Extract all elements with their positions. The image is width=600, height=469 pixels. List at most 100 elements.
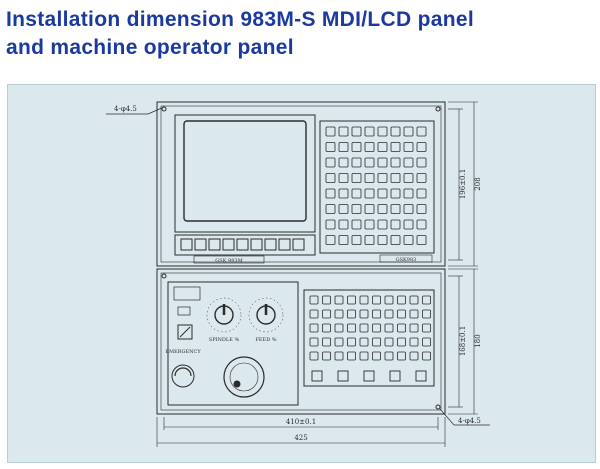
operator-key xyxy=(347,309,356,319)
panel-drawing-svg: GSK 983M GSK983 SPINDLE % FEED % EMERGEN… xyxy=(106,101,490,447)
page-title-line-1: Installation dimension 983M-S MDI/LCD pa… xyxy=(6,8,474,31)
dim-total-width: 425 xyxy=(294,434,307,442)
operator-key xyxy=(322,309,331,319)
mdi-key xyxy=(390,235,401,245)
emergency-stop-label: EMERGENCY xyxy=(165,349,201,355)
lower-panel-outline xyxy=(156,268,446,415)
mount-hole-upper-tr xyxy=(435,106,441,112)
operator-key xyxy=(322,323,331,333)
spindle-override-dial xyxy=(206,297,242,333)
spindle-dial-label: SPINDLE % xyxy=(209,337,240,343)
operator-key xyxy=(359,309,369,319)
operator-key xyxy=(384,309,394,319)
hole-spec-top: 4-φ4.5 xyxy=(114,105,137,113)
mdi-key xyxy=(325,126,336,137)
mdi-key xyxy=(364,188,375,199)
mdi-key xyxy=(377,204,388,214)
mdi-key xyxy=(403,173,414,183)
mdi-key xyxy=(338,235,349,245)
handwheel xyxy=(223,356,265,398)
operator-key xyxy=(384,295,394,305)
operator-key xyxy=(322,295,331,305)
mdi-keypad-frame xyxy=(319,120,435,254)
operator-key xyxy=(372,295,381,305)
operator-controls-frame xyxy=(167,281,299,406)
operator-key xyxy=(422,351,431,361)
upper-panel-inner xyxy=(160,105,442,263)
dim-upper-height: 208 xyxy=(474,177,482,190)
mdi-key xyxy=(403,219,414,230)
operator-key xyxy=(397,323,406,333)
operator-key xyxy=(347,337,356,347)
feed-override-dial xyxy=(248,297,284,333)
mdi-nameplate-label: GSK983 xyxy=(396,257,417,263)
mdi-key xyxy=(403,157,414,168)
operator-key xyxy=(334,337,344,347)
mdi-key xyxy=(390,173,401,183)
mdi-key xyxy=(416,219,427,230)
mdi-key xyxy=(325,173,336,183)
upper-nameplate xyxy=(193,255,265,264)
horizontal-dimension-lines xyxy=(156,417,446,447)
operator-key xyxy=(409,323,419,333)
mdi-key xyxy=(377,219,388,230)
mount-hole-lower-tl xyxy=(161,273,167,279)
operator-key xyxy=(422,295,431,305)
mdi-key xyxy=(390,219,401,230)
upper-panel-outline xyxy=(156,101,446,267)
operator-key xyxy=(334,351,344,361)
operator-key xyxy=(409,295,419,305)
emergency-stop-button xyxy=(171,364,195,388)
mdi-nameplate xyxy=(379,254,433,263)
operator-key xyxy=(334,323,344,333)
mdi-key xyxy=(416,157,427,168)
operator-bottom-keys xyxy=(311,370,427,382)
mdi-key xyxy=(377,157,388,168)
mdi-key xyxy=(325,204,336,214)
operator-key xyxy=(409,337,419,347)
dim-lower-height: 180 xyxy=(474,334,482,347)
operator-key xyxy=(409,309,419,319)
mdi-key xyxy=(325,157,336,168)
page-title-line-2: and machine operator panel xyxy=(6,36,294,59)
mdi-key xyxy=(351,235,362,245)
mdi-key xyxy=(416,204,427,214)
mode-switch xyxy=(173,286,201,340)
operator-key xyxy=(384,351,394,361)
mdi-key xyxy=(325,235,336,245)
operator-key xyxy=(347,323,356,333)
operator-key xyxy=(422,323,431,333)
mdi-key xyxy=(364,126,375,137)
operator-key xyxy=(309,323,319,333)
operator-key xyxy=(309,309,319,319)
operator-key xyxy=(309,337,319,347)
mdi-key xyxy=(364,235,375,245)
mdi-key xyxy=(338,126,349,137)
operator-key xyxy=(384,323,394,333)
operator-key xyxy=(322,337,331,347)
mdi-key xyxy=(403,204,414,214)
lcd-bezel xyxy=(174,114,316,233)
mdi-key xyxy=(364,157,375,168)
operator-keypad-frame xyxy=(303,289,435,387)
mdi-key xyxy=(403,235,414,245)
mdi-keys xyxy=(325,126,427,245)
mdi-key xyxy=(377,188,388,199)
operator-keys xyxy=(309,295,431,361)
hole-callout-top xyxy=(106,106,165,115)
mdi-key xyxy=(416,235,427,245)
mdi-key xyxy=(338,219,349,230)
operator-key xyxy=(372,323,381,333)
vertical-dimension-lines xyxy=(448,101,478,415)
mdi-key xyxy=(338,142,349,152)
mdi-key xyxy=(416,188,427,199)
operator-key xyxy=(422,309,431,319)
mdi-key xyxy=(377,235,388,245)
mdi-key xyxy=(351,142,362,152)
operator-key xyxy=(334,309,344,319)
operator-key xyxy=(347,351,356,361)
mdi-key xyxy=(338,173,349,183)
mdi-key xyxy=(390,204,401,214)
dim-lower-inner: 168±0.1 xyxy=(459,326,467,356)
operator-key xyxy=(359,295,369,305)
